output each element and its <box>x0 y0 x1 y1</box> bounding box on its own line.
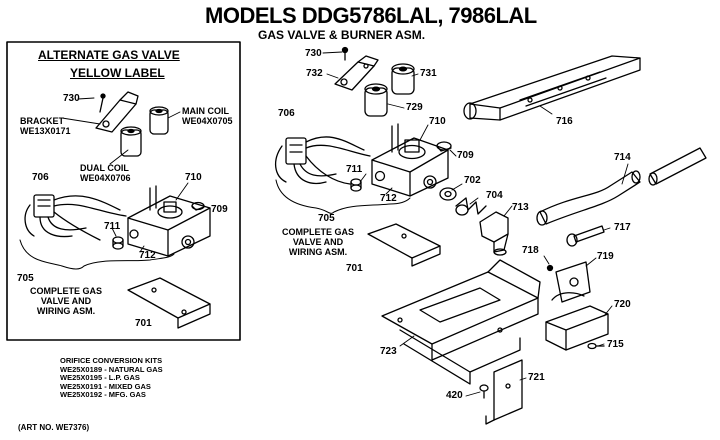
page-title: MODELS DDG5786LAL, 7986LAL <box>205 3 537 28</box>
part-704: 704 <box>486 190 503 201</box>
main-assembly-label-line: VALVE AND <box>292 237 344 247</box>
bracket-721-drawing <box>485 359 523 425</box>
alt-wiring-drawing <box>24 194 127 241</box>
part-420: 420 <box>446 390 463 401</box>
screw-711-drawing <box>350 178 362 192</box>
part-723: 723 <box>380 346 397 357</box>
main-coil-label: MAIN COIL WE04X0705 <box>182 106 233 126</box>
alt-valve-body-drawing <box>127 185 211 257</box>
orifice-kits: ORIFICE CONVERSION KITS WE25X0189 - NATU… <box>60 356 163 400</box>
alt-cap-709-drawing <box>191 201 205 211</box>
page-subtitle: GAS VALVE & BURNER ASM. <box>258 28 426 42</box>
alt-part-712: 712 <box>139 250 156 261</box>
assembly-callout <box>275 179 411 214</box>
tube-714-drawing <box>648 147 707 186</box>
fitting-713-drawing <box>479 211 509 256</box>
part-714: 714 <box>614 152 631 163</box>
part-730: 730 <box>305 48 322 59</box>
bracket-732-drawing <box>334 55 379 91</box>
alt-part-705: 705 <box>17 273 34 284</box>
part-732: 732 <box>306 68 323 79</box>
main-assembly-label-line: COMPLETE GAS <box>282 227 355 237</box>
orifice-kit-line: WE25X0191 - MIXED GAS <box>60 381 151 391</box>
part-729: 729 <box>406 102 423 113</box>
main-assembly-label: COMPLETE GAS VALVE AND WIRING ASM. <box>282 227 354 257</box>
cap-709-drawing <box>436 141 452 152</box>
orifice-kit-line: WE25X0189 - NATURAL GAS <box>60 364 163 374</box>
alt-screw-711-drawing <box>112 236 124 250</box>
part-719: 719 <box>597 251 614 262</box>
main-coil-label-line: MAIN COIL <box>182 106 229 116</box>
alt-assembly-callout <box>19 239 175 270</box>
orifice-kit-line: WE25X0195 - L.P. GAS <box>60 373 140 383</box>
part-731: 731 <box>420 68 437 79</box>
alternate-valve-box <box>6 41 241 341</box>
screw-717-drawing <box>566 225 605 247</box>
part-711: 711 <box>346 164 363 175</box>
wiring-706-drawing <box>275 136 371 185</box>
spring-704-drawing <box>455 197 487 216</box>
part-720: 720 <box>614 299 631 310</box>
part-721: 721 <box>528 372 545 383</box>
art-number: (ART NO. WE7376) <box>18 423 90 432</box>
part-716: 716 <box>556 116 573 127</box>
dual-coil-part-number: WE04X0706 <box>80 173 131 183</box>
main-coil-part-number: WE04X0705 <box>182 116 233 126</box>
orifice-kits-title: ORIFICE CONVERSION KITS <box>60 356 163 365</box>
part-717: 717 <box>614 222 631 233</box>
alt-leader-lines <box>61 97 189 253</box>
bracket-label: BRACKET WE13X0171 <box>20 116 71 136</box>
part-705: 705 <box>318 213 335 224</box>
alternate-valve-title: ALTERNATE GAS VALVE <box>38 48 180 62</box>
alt-dual-coil-drawing <box>120 126 142 157</box>
tube-714-elbow-drawing <box>536 170 641 226</box>
part-701: 701 <box>346 263 363 274</box>
bracket-701-drawing <box>367 223 441 267</box>
alt-part-709: 709 <box>211 204 228 215</box>
screw-715-drawing <box>587 342 605 350</box>
part-706: 706 <box>278 108 295 119</box>
burner-716-drawing <box>463 55 641 121</box>
part-709: 709 <box>457 150 474 161</box>
bracket-part-number: WE13X0171 <box>20 126 71 136</box>
leader-lines <box>322 51 629 397</box>
alt-part-730: 730 <box>63 93 80 104</box>
coil-731-drawing <box>391 63 415 95</box>
part-715: 715 <box>607 339 624 350</box>
alt-part-711: 711 <box>104 221 121 232</box>
screw-420-drawing <box>479 384 489 399</box>
alt-assembly-label-line: COMPLETE GAS <box>30 286 103 296</box>
alt-assembly-label-line: WIRING ASM. <box>36 306 96 316</box>
alt-bracket-drawing <box>95 91 139 133</box>
valve-body-712-drawing <box>371 123 449 197</box>
alt-bracket-701-drawing <box>127 277 211 329</box>
alternate-valve-subtitle: YELLOW LABEL <box>70 66 165 80</box>
part-710: 710 <box>429 116 446 127</box>
alt-assembly-label-line: VALVE AND <box>40 296 92 306</box>
plate-720-drawing <box>545 305 609 351</box>
dual-coil-label-line: DUAL COIL <box>80 163 129 173</box>
nut-702-drawing <box>439 187 457 201</box>
alt-part-706: 706 <box>32 172 49 183</box>
alt-part-710: 710 <box>185 172 202 183</box>
screw-718-drawing <box>546 264 554 272</box>
screw-730-drawing <box>341 46 349 61</box>
alt-main-coil-drawing <box>149 106 169 135</box>
dual-coil-label: DUAL COIL WE04X0706 <box>80 163 131 183</box>
alt-part-701: 701 <box>135 318 152 329</box>
orifice-kit-line: WE25X0192 - MFG. GAS <box>60 390 146 400</box>
main-assembly-label-line: WIRING ASM. <box>288 247 348 257</box>
part-713: 713 <box>512 202 529 213</box>
igniter-719-drawing <box>551 261 591 303</box>
frame-723-drawing <box>381 259 541 385</box>
bracket-label-line: BRACKET <box>20 116 64 126</box>
alt-assembly-label: COMPLETE GAS VALVE AND WIRING ASM. <box>30 286 102 316</box>
coil-729-drawing <box>364 83 388 117</box>
part-718: 718 <box>522 245 539 256</box>
part-702: 702 <box>464 175 481 186</box>
part-712: 712 <box>380 193 397 204</box>
